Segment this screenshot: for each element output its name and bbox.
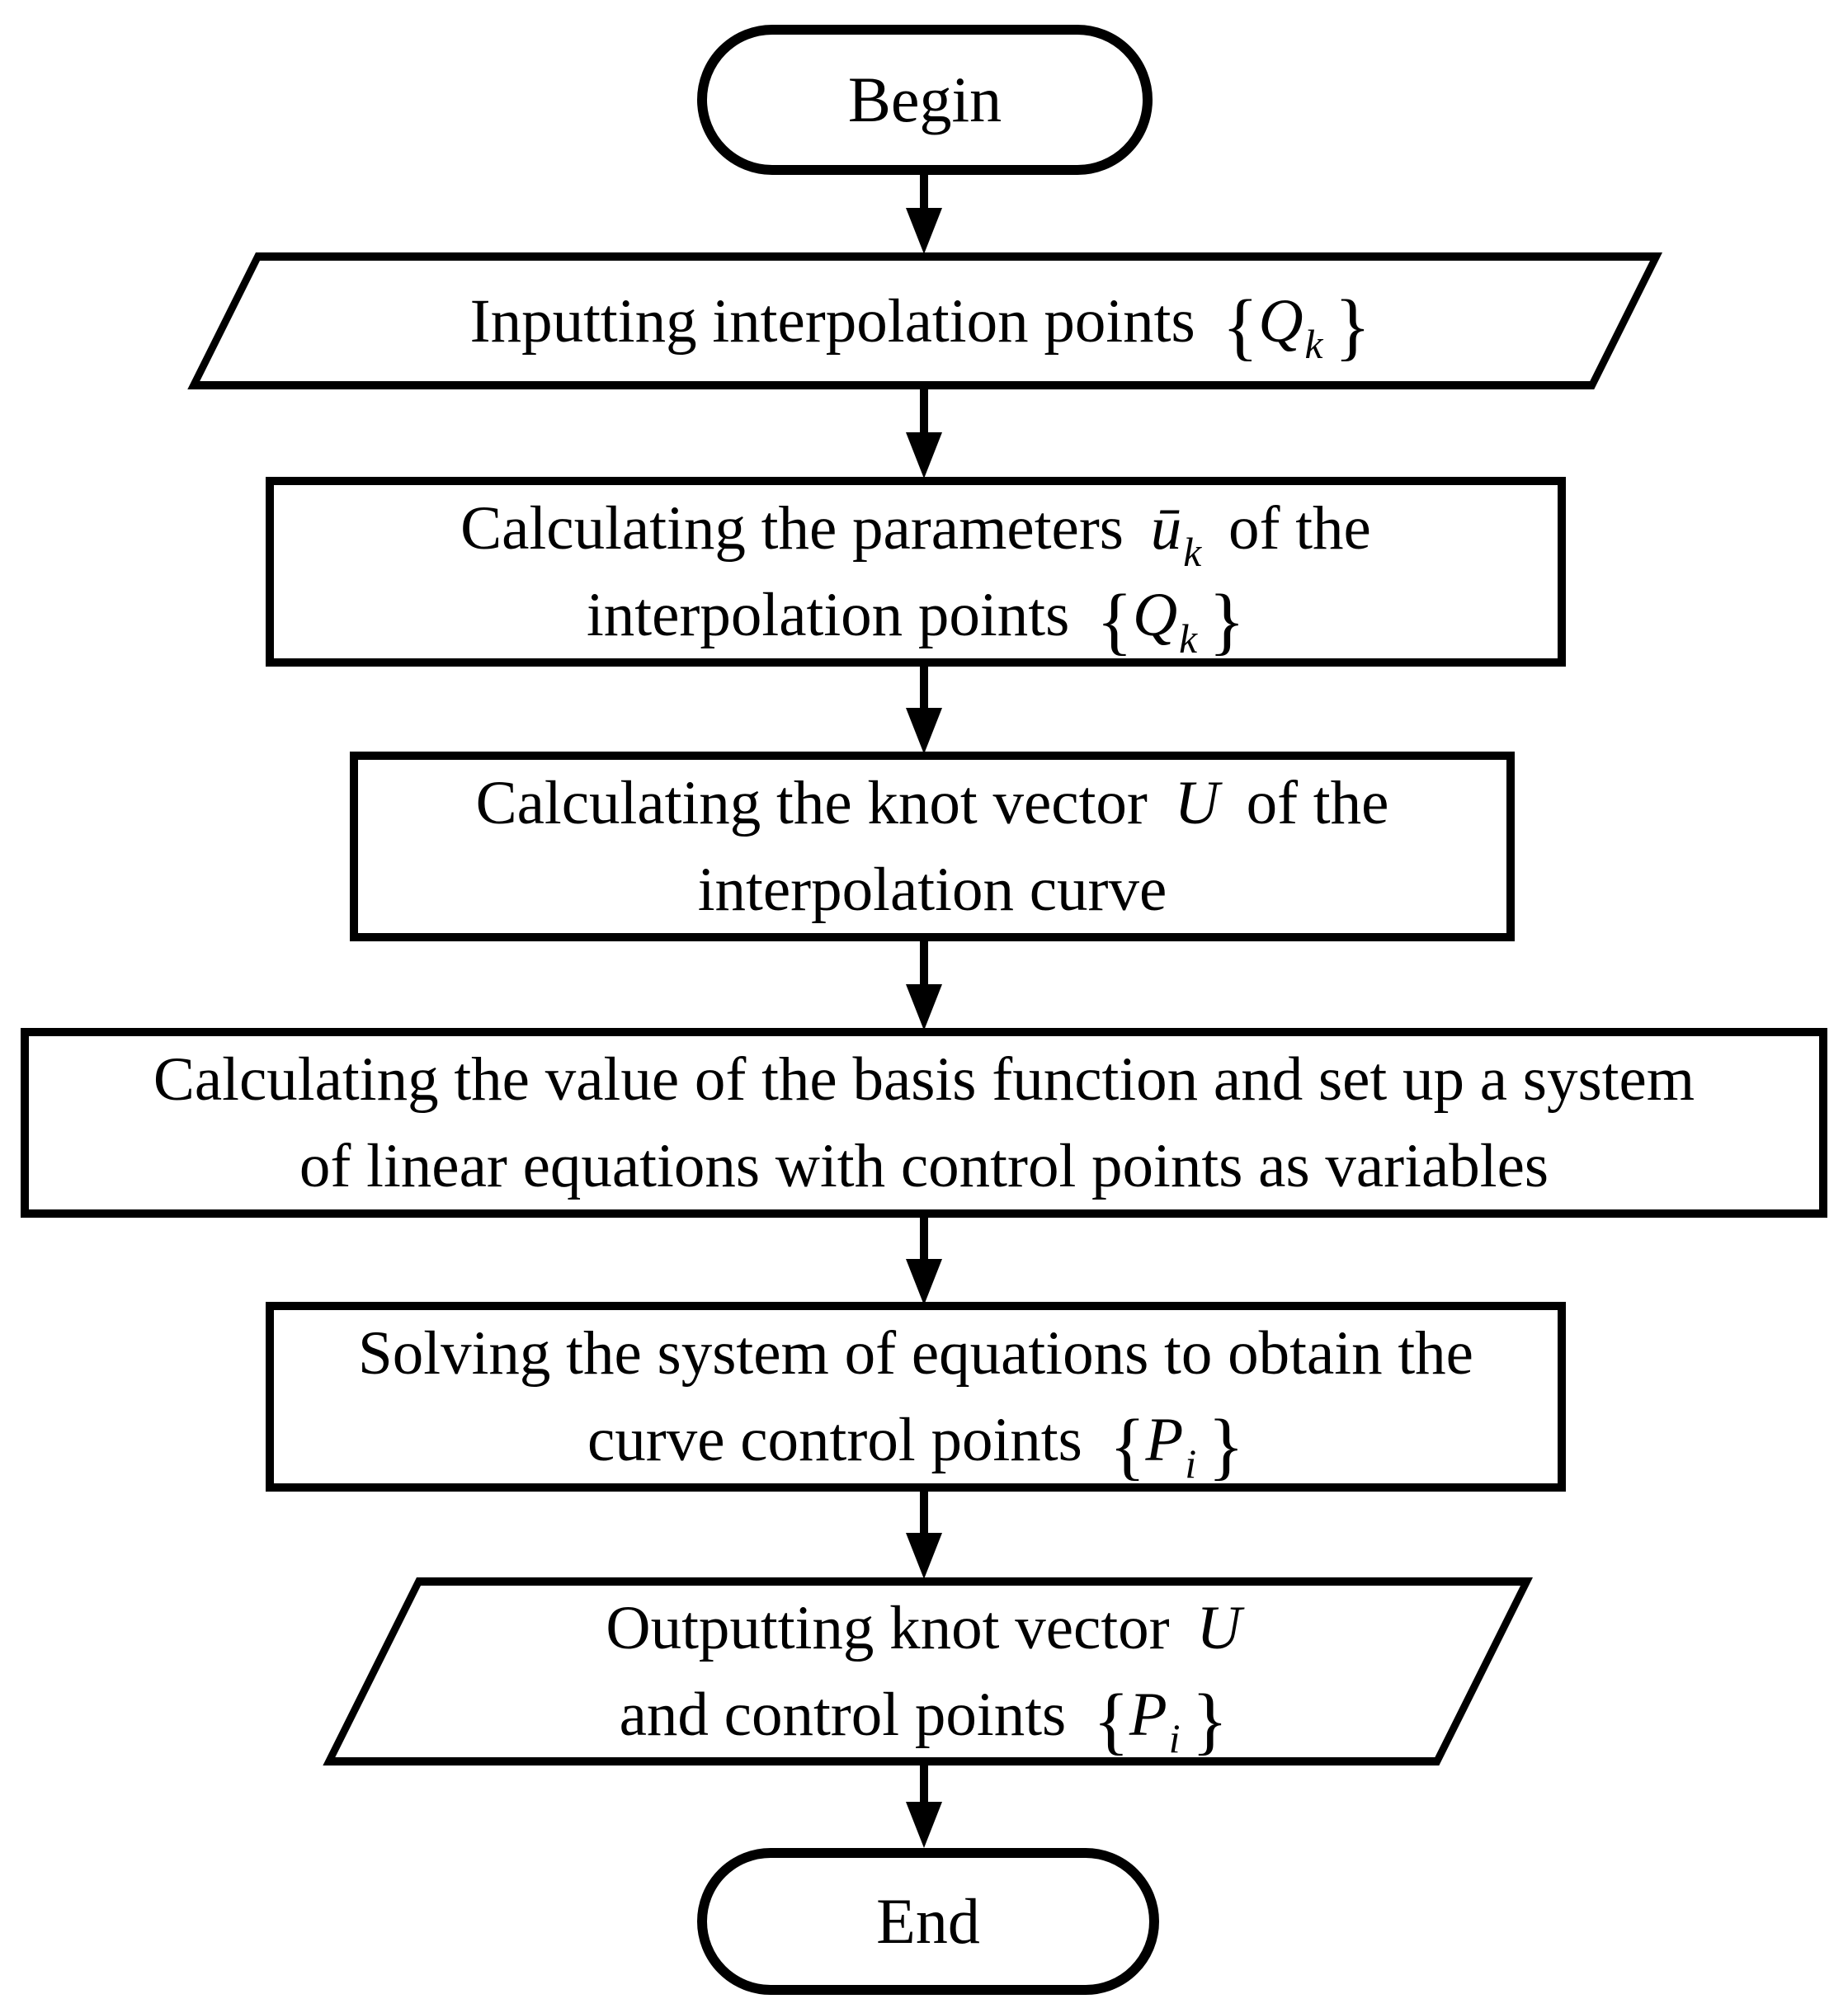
arrowhead-icon xyxy=(906,432,942,478)
subscript-i: i xyxy=(1185,1440,1197,1487)
flow-arrow-solve-to-output xyxy=(906,1488,942,1579)
arrowhead-icon xyxy=(906,1802,942,1848)
symbol-Q: Q xyxy=(1132,581,1178,649)
flow-arrow-parameters-to-knot xyxy=(906,663,942,754)
arrow-line xyxy=(920,1488,928,1533)
subscript-k: k xyxy=(1183,529,1202,575)
brace-open: { xyxy=(1092,1677,1129,1762)
arrow-line xyxy=(920,1214,928,1259)
io-input-points: Inputting interpolation points {Qk} xyxy=(187,252,1662,389)
calc-knot-line1-end: of the xyxy=(1230,769,1389,837)
arrow-line xyxy=(920,663,928,708)
calc-parameters-line1: Calculating the parameters xyxy=(460,494,1139,563)
brace-close: } xyxy=(1191,1677,1228,1762)
subscript-k: k xyxy=(1179,615,1198,662)
brace-open: { xyxy=(1096,578,1133,662)
flow-arrow-input-to-parameters xyxy=(906,384,942,478)
calc-parameters-line1-end: of the xyxy=(1213,494,1371,563)
arrow-line xyxy=(920,1762,928,1802)
process-solve-system: Solving the system of equations to obtai… xyxy=(266,1302,1566,1492)
terminator-begin: Begin xyxy=(697,25,1153,175)
output-line2: and control points xyxy=(619,1681,1082,1749)
process-calc-knot-vector: Calculating the knot vector U of the int… xyxy=(350,752,1515,941)
process-calc-parameters: Calculating the parameters ūk of the int… xyxy=(266,477,1566,667)
terminator-end-label: End xyxy=(876,1885,980,1958)
arrowhead-icon xyxy=(906,708,942,754)
arrowhead-icon xyxy=(906,984,942,1030)
io-output-results-content: Outputting knot vector U and control poi… xyxy=(374,1586,1473,1762)
io-input-points-content: Inputting interpolation points {Qk} xyxy=(225,261,1615,381)
symbol-P: P xyxy=(1129,1681,1167,1749)
terminator-end: End xyxy=(697,1848,1159,1995)
input-text: Inputting interpolation points xyxy=(469,286,1211,356)
brace-close: } xyxy=(1208,1402,1245,1487)
calc-basis-line2: of linear equations with control points … xyxy=(299,1132,1549,1200)
symbol-U: U xyxy=(1174,769,1219,837)
io-output-results: Outputting knot vector U and control poi… xyxy=(323,1577,1534,1766)
calc-basis-line1: Calculating the value of the basis funct… xyxy=(153,1045,1695,1114)
brace-close: } xyxy=(1334,284,1371,369)
flow-arrow-knot-to-basis xyxy=(906,938,942,1030)
symbol-P: P xyxy=(1145,1406,1184,1474)
symbol-Q: Q xyxy=(1258,286,1304,356)
arrowhead-icon xyxy=(906,208,942,254)
arrow-line xyxy=(920,384,928,432)
subscript-k: k xyxy=(1304,322,1323,368)
process-calc-basis-function: Calculating the value of the basis funct… xyxy=(21,1028,1827,1218)
arrowhead-icon xyxy=(906,1259,942,1305)
flow-arrow-begin-to-input xyxy=(906,170,942,254)
subscript-i: i xyxy=(1168,1715,1181,1761)
calc-knot-line2: interpolation curve xyxy=(697,856,1167,924)
brace-close: } xyxy=(1209,578,1246,662)
terminator-begin-label: Begin xyxy=(847,64,1002,136)
flow-arrow-basis-to-solve xyxy=(906,1214,942,1305)
brace-open: { xyxy=(1109,1402,1146,1487)
arrow-line xyxy=(920,170,928,208)
symbol-u-bar: ū xyxy=(1150,494,1182,563)
calc-parameters-line2: interpolation points xyxy=(586,581,1086,649)
calc-knot-line1: Calculating the knot vector xyxy=(475,769,1163,837)
output-line1: Outputting knot vector xyxy=(606,1594,1186,1662)
solve-system-line1: Solving the system of equations to obtai… xyxy=(358,1319,1473,1388)
solve-system-line2: curve control points xyxy=(587,1406,1098,1474)
brace-open: { xyxy=(1222,284,1259,369)
symbol-U: U xyxy=(1196,1594,1242,1662)
flow-arrow-output-to-end xyxy=(906,1762,942,1848)
arrowhead-icon xyxy=(906,1533,942,1579)
arrow-line xyxy=(920,938,928,984)
